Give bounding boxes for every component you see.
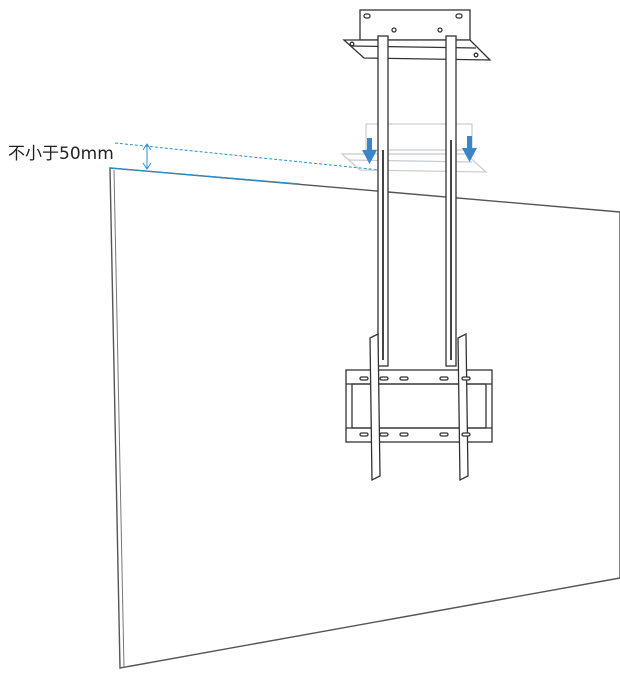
arrow-down-icon	[367, 138, 372, 152]
bracket-base	[342, 39, 492, 61]
left-arm	[369, 332, 381, 482]
arrow-down-icon	[142, 162, 152, 170]
arrow-down-icon	[362, 150, 377, 164]
bracket-back-plate	[359, 9, 471, 41]
lower-direction-arrows	[362, 136, 477, 164]
ceiling-mount-bracket	[342, 9, 492, 61]
reference-dashed-line	[114, 142, 381, 171]
vesa-mount-frame	[345, 332, 493, 482]
panel-top-edge-highlight	[109, 167, 301, 185]
clearance-dimension	[114, 142, 381, 171]
pole-holes	[382, 140, 452, 360]
right-arm	[457, 332, 469, 482]
clearance-label: 不小于50mm	[8, 144, 114, 164]
arrow-down-icon	[467, 136, 472, 150]
arrow-down-icon	[462, 148, 477, 162]
arrow-up-icon	[142, 143, 152, 151]
